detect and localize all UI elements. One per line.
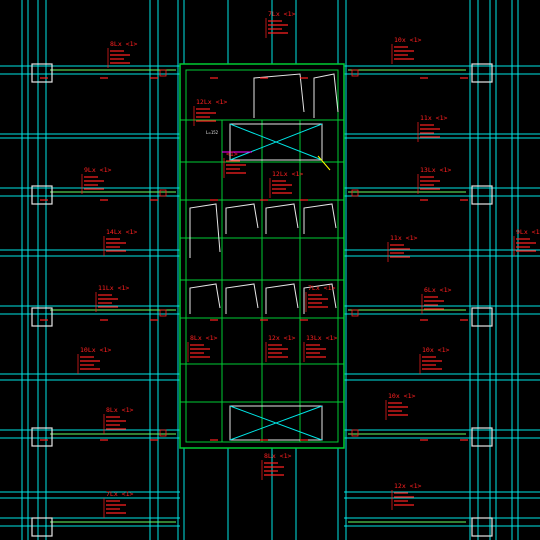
stair-flight [225, 203, 259, 234]
slab-tag: 14Lx <1> [106, 228, 137, 236]
slab-tag: 7Lx <1> [106, 490, 133, 498]
column-stub [351, 309, 359, 317]
column-stub [159, 429, 167, 437]
elevator-shaft [229, 405, 323, 441]
slab-tag: 8Lx <1> [106, 406, 133, 414]
slab-tag: 10x <1> [422, 346, 449, 354]
column [31, 427, 53, 447]
slab-tags: 7Lx <1> 8Lx <1> 10x <1> 12Lx <1> 11x <1> 9Lx … [40, 10, 540, 518]
slab-tag: 6Lx <1> [424, 286, 451, 294]
stair-flight [303, 283, 337, 314]
slab-tag: 8Lx <1> [190, 334, 217, 342]
column [31, 63, 53, 83]
slab-tag: 9Lx <1> [516, 228, 540, 236]
slab-tag: 10x <1> [388, 392, 415, 400]
shaft-cross [229, 123, 323, 161]
column-stub [159, 189, 167, 197]
slab-tag: 13Lx <1> [420, 166, 451, 174]
slab-tag: <1> [226, 150, 238, 158]
column-markers [31, 63, 493, 537]
stair-flight [253, 73, 305, 118]
stair-flight [265, 283, 299, 314]
column-stub [159, 309, 167, 317]
slab-tag: 7Lx <1> [308, 284, 335, 292]
elevator-stair-core: L=152 [179, 63, 345, 449]
slab-tag: 11Lx <1> [98, 284, 129, 292]
column [471, 185, 493, 205]
column [471, 307, 493, 327]
stair-flight [303, 203, 337, 234]
slab-tag: 9Lx <1> [84, 166, 111, 174]
column [471, 427, 493, 447]
slab-tag: 12Lx <1> [272, 170, 303, 178]
slab-tag: 13Lx <1> [306, 334, 337, 342]
slab-tag: 8Lx <1> [264, 452, 291, 460]
shaft-cross [229, 405, 323, 441]
stair-flight [189, 203, 221, 258]
core-outline [179, 63, 345, 449]
column [471, 63, 493, 83]
stair-label: L=152 [206, 130, 219, 135]
column-stub [351, 69, 359, 77]
slab-tag: 12x <1> [268, 334, 295, 342]
column [31, 185, 53, 205]
column [31, 307, 53, 327]
column-stub [159, 69, 167, 77]
column [471, 517, 493, 537]
slab-tag: 7Lx <1> [268, 10, 295, 18]
slab-tag: 12Lx <1> [196, 98, 227, 106]
slab-tag: 11x <1> [390, 234, 417, 242]
slab-tag: 10x <1> [394, 36, 421, 44]
elevator-shaft [229, 123, 323, 161]
column [31, 517, 53, 537]
stair-flight [265, 203, 299, 234]
column-stub [351, 429, 359, 437]
stair-flight [225, 283, 259, 314]
column-stub [351, 189, 359, 197]
stair-flight [189, 283, 221, 314]
slab-tag: 11x <1> [420, 114, 447, 122]
slab-tag: 8Lx <1> [110, 40, 137, 48]
leader-accent [317, 155, 331, 171]
slab-tag: 10Lx <1> [80, 346, 111, 354]
stair-flight [313, 73, 339, 118]
slab-tag: 12x <1> [394, 482, 421, 490]
